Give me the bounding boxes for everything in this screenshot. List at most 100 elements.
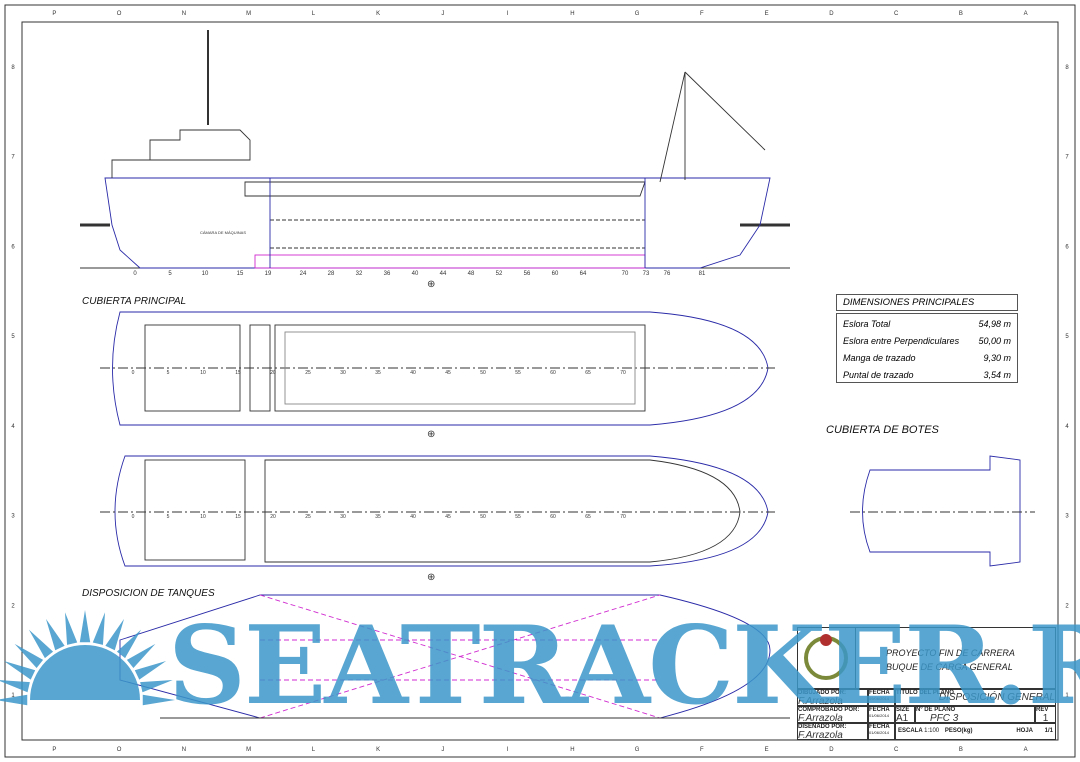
plan-number: PFC 3 [930, 713, 959, 724]
emblem [797, 627, 856, 689]
date: 09/06/2014 [869, 696, 890, 701]
frame-number: 81 [699, 271, 706, 277]
dimension-label: Eslora Total [843, 319, 891, 329]
boat-deck-plan [850, 455, 1035, 567]
border-row-label: 1 [1065, 693, 1069, 699]
frame-number: 0 [132, 514, 135, 520]
border-column-label: K [376, 11, 380, 17]
lower-deck-outline [114, 455, 769, 567]
frame-number: 40 [410, 514, 416, 520]
border-row-label: 8 [1065, 65, 1069, 71]
border-row-label: 5 [11, 334, 15, 340]
boat-deck-outline [862, 455, 1021, 567]
tank-outline [119, 594, 771, 719]
frame-number: 55 [515, 370, 521, 376]
frame-number: 64 [580, 271, 587, 277]
border-column-label: A [1024, 11, 1028, 17]
mast-fwd [659, 71, 766, 183]
frame-number: 45 [445, 370, 451, 376]
tank-divisions [259, 594, 661, 719]
frame-number: 30 [340, 370, 346, 376]
frame-number: 40 [410, 370, 416, 376]
sun-ray [126, 643, 156, 669]
casing [249, 324, 271, 412]
project-name: PROYECTO FIN DE CARRERA [886, 648, 1015, 658]
frame-number: 70 [620, 370, 626, 376]
dimension-row: Manga de trazado 9,30 m [843, 350, 1011, 367]
frame-mark-icon: ⊕ [427, 572, 435, 583]
inner-frame [21, 21, 1059, 741]
accommodation [144, 324, 241, 412]
border-column-label: N [182, 747, 186, 753]
frame-number: 15 [237, 271, 244, 277]
border-row-label: 3 [1065, 514, 1069, 520]
dimension-value: 9,30 m [983, 353, 1011, 363]
frame-number: 25 [305, 370, 311, 376]
border-row-label: 1 [11, 693, 15, 699]
border-column-label: M [246, 747, 251, 753]
border-column-label: G [635, 11, 640, 17]
plan-title: DISPOSICIÓN GENERAL [938, 692, 1055, 703]
frame-mark-icon: ⊕ [427, 429, 435, 440]
frame-number: 25 [305, 514, 311, 520]
frame-number: 5 [167, 370, 170, 376]
frame-number: 24 [300, 271, 307, 277]
frame-number: 45 [445, 514, 451, 520]
sheet-number: 1/1 [1044, 728, 1053, 734]
frame-number: 35 [375, 370, 381, 376]
frame-number: 65 [585, 514, 591, 520]
main-deck-outline [112, 311, 769, 426]
dimension-label: Puntal de trazado [843, 370, 914, 380]
dimension-value: 3,54 m [983, 370, 1011, 380]
frame-number: 40 [412, 271, 419, 277]
frame-number: 52 [496, 271, 503, 277]
border-column-label: M [246, 11, 251, 17]
sun-ray [134, 660, 167, 680]
border-row-label: 3 [11, 514, 15, 520]
double-bottom-tanks [254, 254, 646, 269]
frame-number: 28 [328, 271, 335, 277]
border-row-label: 7 [1065, 155, 1069, 161]
frame-number: 56 [524, 271, 531, 277]
frame-number: 36 [384, 271, 391, 277]
frame-number: 50 [480, 514, 486, 520]
border-row-label: 4 [11, 424, 15, 430]
border-column-label: F [700, 747, 704, 753]
dimension-label: Manga de trazado [843, 353, 916, 363]
frame-number: 30 [340, 514, 346, 520]
boat-deck-title: CUBIERTA DE BOTES [826, 424, 939, 436]
frame-number: 19 [265, 271, 272, 277]
dimension-value: 54,98 m [978, 319, 1011, 329]
border-row-label: 4 [1065, 424, 1069, 430]
drawn-by: F.Arrazola [798, 696, 843, 707]
hatch-cover [284, 331, 636, 405]
border-column-label: L [312, 747, 316, 753]
dimension-value: 50,00 m [978, 336, 1011, 346]
cargo-hatch [274, 324, 646, 412]
border-column-label: K [376, 747, 380, 753]
frame-number: 10 [202, 271, 209, 277]
watermark: SEATRACKER.RU [168, 603, 1080, 729]
frame-number: 60 [550, 370, 556, 376]
frame-number: 73 [643, 271, 650, 277]
date: 01/06/2014 [869, 713, 890, 718]
border-column-label: P [52, 11, 56, 17]
dimension-row: Puntal de trazado 3,54 m [843, 367, 1011, 384]
cargo-hold-lines [270, 219, 645, 249]
border-column-label: G [635, 747, 640, 753]
outer-frame [4, 4, 1076, 758]
sun-ray [92, 612, 106, 645]
border-row-label: 2 [1065, 603, 1069, 609]
border-column-label: D [829, 747, 834, 753]
border-column-label: P [52, 747, 56, 753]
frame-number: 15 [235, 514, 241, 520]
sun-ray [0, 694, 28, 706]
border-column-label: H [570, 11, 574, 17]
frame-number: 44 [440, 271, 447, 277]
border-column-label: B [959, 11, 963, 17]
revision: 1 [1042, 713, 1049, 724]
border-column-label: C [894, 747, 899, 753]
